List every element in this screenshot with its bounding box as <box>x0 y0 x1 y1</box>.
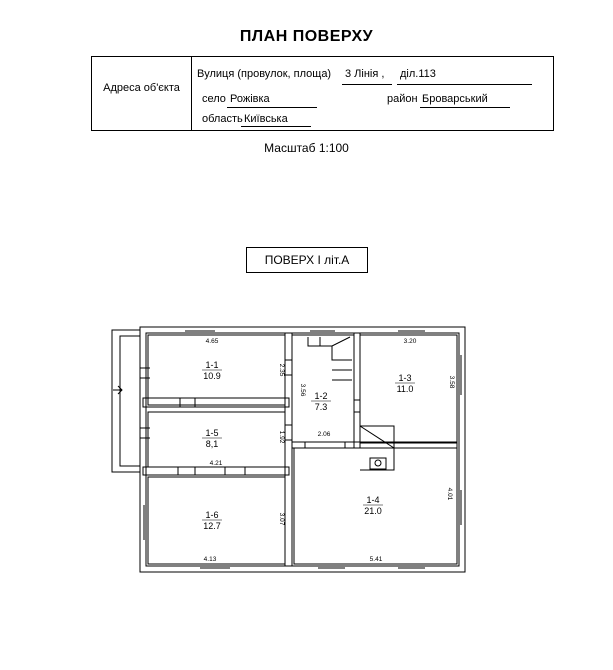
district-label: район <box>387 93 418 105</box>
dimension-label: 3.20 <box>404 338 417 345</box>
porch-outline <box>111 329 140 473</box>
stair-arrow <box>331 336 351 347</box>
region-value: Київська <box>244 113 288 125</box>
dimension-label: 3.58 <box>448 376 455 389</box>
dimension-label: 4.65 <box>206 338 219 345</box>
dimension-label: 5.41 <box>370 556 383 563</box>
dimension-label: 4.13 <box>204 556 217 563</box>
room-id: 1-4 <box>366 495 379 505</box>
address-table: Адреса об'єкта Вулиця (провулок, площа) … <box>91 56 554 131</box>
outer-wall-inner <box>145 332 460 567</box>
dimension-label: 4.01 <box>446 488 453 501</box>
stove-circle <box>374 459 382 467</box>
scale-label: Масштаб 1:100 <box>264 141 349 155</box>
dimension-label: 4.21 <box>210 460 223 467</box>
room-area: 21.0 <box>364 506 382 516</box>
district-underline <box>420 107 510 108</box>
room-id: 1-5 <box>205 428 218 438</box>
street-label: Вулиця (провулок, площа) <box>197 68 332 80</box>
village-value: Рожівка <box>230 93 270 105</box>
room-id: 1-1 <box>205 360 218 370</box>
outer-wall <box>139 326 466 573</box>
dimension-label: 3.07 <box>278 513 285 526</box>
room-1-3 <box>359 334 458 444</box>
address-label: Адреса об'єкта <box>103 82 180 94</box>
wall-1-5-1-6 <box>142 466 290 476</box>
stairs-outline <box>307 337 352 361</box>
plot-underline <box>397 84 532 85</box>
village-label: село <box>202 93 226 105</box>
plot-value: діл.113 <box>400 68 436 80</box>
room-area: 11.0 <box>397 384 414 394</box>
room-area: 7.3 <box>315 402 328 412</box>
room-id: 1-2 <box>314 391 327 401</box>
room-id: 1-3 <box>398 373 411 383</box>
village-underline <box>227 107 317 108</box>
region-underline <box>241 126 311 127</box>
region-label: область <box>202 113 243 125</box>
dimension-label: 2.35 <box>278 364 285 377</box>
page-title: ПЛАН ПОВЕРХУ <box>239 28 374 45</box>
dimension-label: 3.56 <box>299 384 306 397</box>
landing-diagonal <box>359 425 395 449</box>
wall-1-2-1-3 <box>353 332 361 449</box>
street-underline <box>342 84 392 85</box>
room-id: 1-6 <box>205 510 218 520</box>
wall-1-1-1-5 <box>142 397 290 408</box>
dimension-label: 1.92 <box>278 431 285 444</box>
street-value: 3 Лінія , <box>345 68 385 80</box>
stove <box>369 457 387 470</box>
room-1-4 <box>293 447 458 565</box>
dimension-label: 2.06 <box>318 431 331 438</box>
room-area: 10.9 <box>203 371 221 381</box>
room-area: 12.7 <box>203 521 221 531</box>
room-area: 8,1 <box>206 439 219 449</box>
central-wall <box>284 332 293 567</box>
porch-inner <box>119 335 140 467</box>
entry-arrow-head <box>117 385 123 395</box>
table-divider <box>191 57 192 130</box>
floor-label: ПОВЕРХ І літ.А <box>246 247 368 273</box>
district-value: Броварський <box>422 93 488 105</box>
